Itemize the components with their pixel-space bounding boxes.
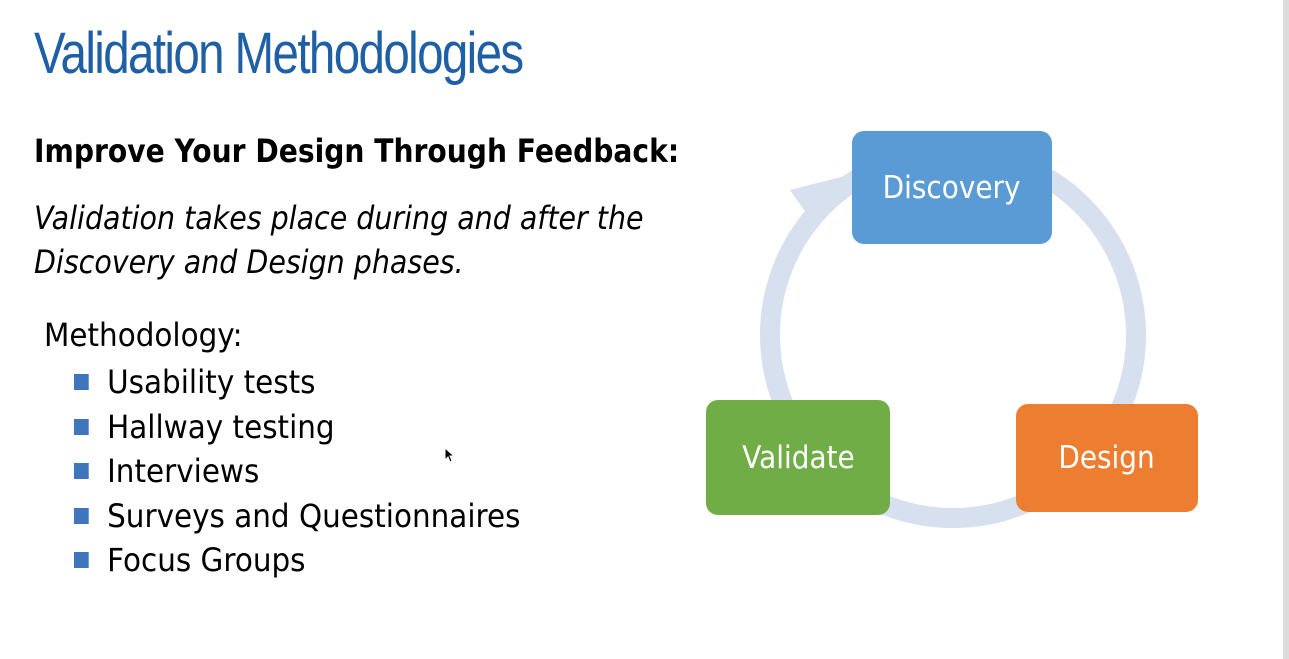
square-bullet-icon bbox=[74, 463, 89, 480]
intro-text: Validation takes place during and after … bbox=[34, 199, 644, 281]
square-bullet-icon bbox=[74, 418, 89, 435]
list-item-label: Interviews bbox=[107, 452, 260, 491]
phase-discovery-label: Discovery bbox=[883, 169, 1021, 206]
square-bullet-icon bbox=[74, 552, 89, 569]
phase-validate: Validate bbox=[706, 400, 890, 515]
phase-validate-label: Validate bbox=[741, 439, 855, 476]
methodology-label: Methodology: bbox=[44, 316, 243, 354]
slide-subtitle: Improve Your Design Through Feedback: bbox=[34, 132, 680, 170]
square-bullet-icon bbox=[74, 507, 89, 524]
list-item-label: Usability tests bbox=[107, 363, 316, 402]
list-item-label: Hallway testing bbox=[107, 407, 335, 446]
slide-title: Validation Methodologies bbox=[34, 21, 524, 86]
list-item: Focus Groups bbox=[74, 538, 520, 583]
list-item-label: Focus Groups bbox=[107, 541, 306, 580]
list-item-label: Surveys and Questionnaires bbox=[107, 496, 521, 535]
list-item: Usability tests bbox=[74, 360, 520, 405]
cycle-arrowhead-icon bbox=[790, 176, 845, 226]
phase-discovery: Discovery bbox=[852, 131, 1052, 244]
list-item: Hallway testing bbox=[74, 405, 520, 450]
square-bullet-icon bbox=[74, 374, 89, 391]
phase-design: Design bbox=[1016, 404, 1198, 512]
methodology-list: Usability tests Hallway testing Intervie… bbox=[74, 360, 520, 583]
list-item: Interviews bbox=[74, 449, 520, 494]
phase-design-label: Design bbox=[1058, 440, 1156, 476]
mouse-pointer-icon bbox=[444, 447, 454, 463]
list-item: Surveys and Questionnaires bbox=[74, 494, 520, 539]
window-edge bbox=[1283, 0, 1289, 659]
